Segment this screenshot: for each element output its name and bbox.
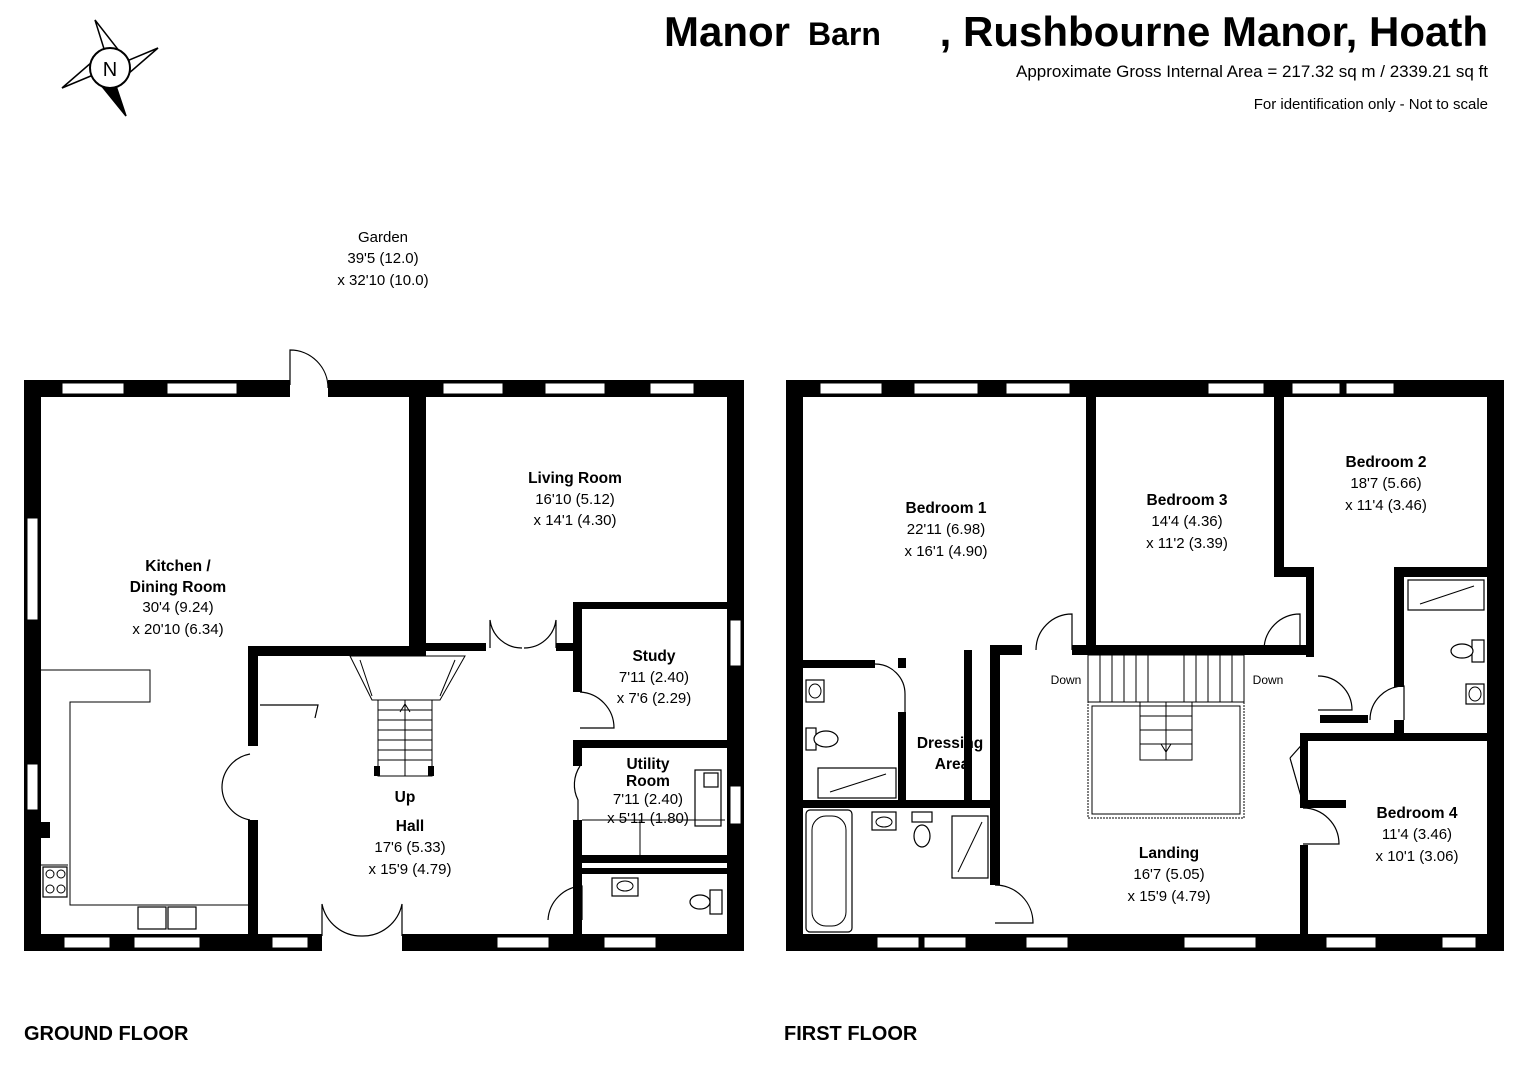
dressing-name-1: Dressing <box>917 735 983 752</box>
first-floor-plan: Down Down Bedroom 1 22'11 (6.98) x 16'1 … <box>784 380 1504 1045</box>
area-subtitle: Approximate Gross Internal Area = 217.32… <box>1016 62 1488 81</box>
study-dim-1: 7'11 (2.40) <box>619 669 689 686</box>
bedroom-2-dim-2: x 11'4 (3.46) <box>1345 497 1427 514</box>
utility-dim-1: 7'11 (2.40) <box>613 791 683 808</box>
ground-floor-plan: Up Kitchen / Dining Room 30'4 (9.24) x 2… <box>24 349 744 1045</box>
study-name: Study <box>632 648 675 665</box>
compass-north-label: N <box>103 59 117 81</box>
dressing-name-2: Area <box>935 756 970 773</box>
ground-stairs: Up <box>349 655 466 806</box>
first-floor-stairs: Down Down <box>1051 654 1284 819</box>
title-part-1: Manor <box>664 8 790 55</box>
bedroom-4-name: Bedroom 4 <box>1377 805 1458 822</box>
study-dim-2: x 7'6 (2.29) <box>617 690 692 707</box>
bedroom-4-dim-2: x 10'1 (3.06) <box>1376 848 1459 865</box>
bedroom-1-dim-1: 22'11 (6.98) <box>907 521 985 538</box>
stairs-down-left-label: Down <box>1051 673 1082 687</box>
bedroom-3-dim-2: x 11'2 (3.39) <box>1146 535 1228 552</box>
garden-dim-1: 39'5 (12.0) <box>347 250 418 267</box>
bedroom-3-dim-1: 14'4 (4.36) <box>1151 513 1222 530</box>
garden-name: Garden <box>358 229 408 246</box>
bedroom-2-dim-1: 18'7 (5.66) <box>1350 475 1421 492</box>
hall-name: Hall <box>396 818 424 835</box>
utility-name-2: Room <box>626 773 670 790</box>
header: Manor Barn , Rushbourne Manor, Hoath App… <box>664 8 1488 113</box>
utility-dim-2: x 5'11 (1.80) <box>607 810 689 827</box>
ground-stairs-up-label: Up <box>395 789 416 806</box>
bedroom-1-dim-2: x 16'1 (4.90) <box>905 543 988 560</box>
garden-dim-2: x 32'10 (10.0) <box>337 272 428 289</box>
ground-floor-label: GROUND FLOOR <box>24 1023 189 1045</box>
stairs-down-right-label: Down <box>1253 673 1284 687</box>
hall-dim-1: 17'6 (5.33) <box>374 839 445 856</box>
kitchen-name-2: Dining Room <box>130 579 226 596</box>
title-part-3: , Rushbourne Manor, Hoath <box>940 8 1488 55</box>
garden-label: Garden 39'5 (12.0) x 32'10 (10.0) <box>337 229 428 289</box>
first-floor-label: FIRST FLOOR <box>784 1023 918 1045</box>
bedroom-1-name: Bedroom 1 <box>906 500 987 517</box>
bedroom-3-name: Bedroom 3 <box>1147 492 1228 509</box>
landing-dim-2: x 15'9 (4.79) <box>1128 888 1211 905</box>
compass-rose-icon: N <box>61 19 159 117</box>
kitchen-dim-2: x 20'10 (6.34) <box>132 621 223 638</box>
living-room-dim-1: 16'10 (5.12) <box>535 491 615 508</box>
landing-name: Landing <box>1139 845 1199 862</box>
utility-name-1: Utility <box>626 756 669 773</box>
kitchen-dim-1: 30'4 (9.24) <box>142 599 213 616</box>
landing-dim-1: 16'7 (5.05) <box>1133 866 1204 883</box>
title-part-2: Barn <box>808 16 881 52</box>
living-room-dim-2: x 14'1 (4.30) <box>534 512 617 529</box>
bedroom-4-dim-1: 11'4 (3.46) <box>1382 826 1452 843</box>
bedroom-2-name: Bedroom 2 <box>1346 454 1427 471</box>
disclaimer: For identification only - Not to scale <box>1254 96 1488 113</box>
hall-dim-2: x 15'9 (4.79) <box>369 861 452 878</box>
living-room-name: Living Room <box>528 470 622 487</box>
kitchen-name-1: Kitchen / <box>145 558 211 575</box>
